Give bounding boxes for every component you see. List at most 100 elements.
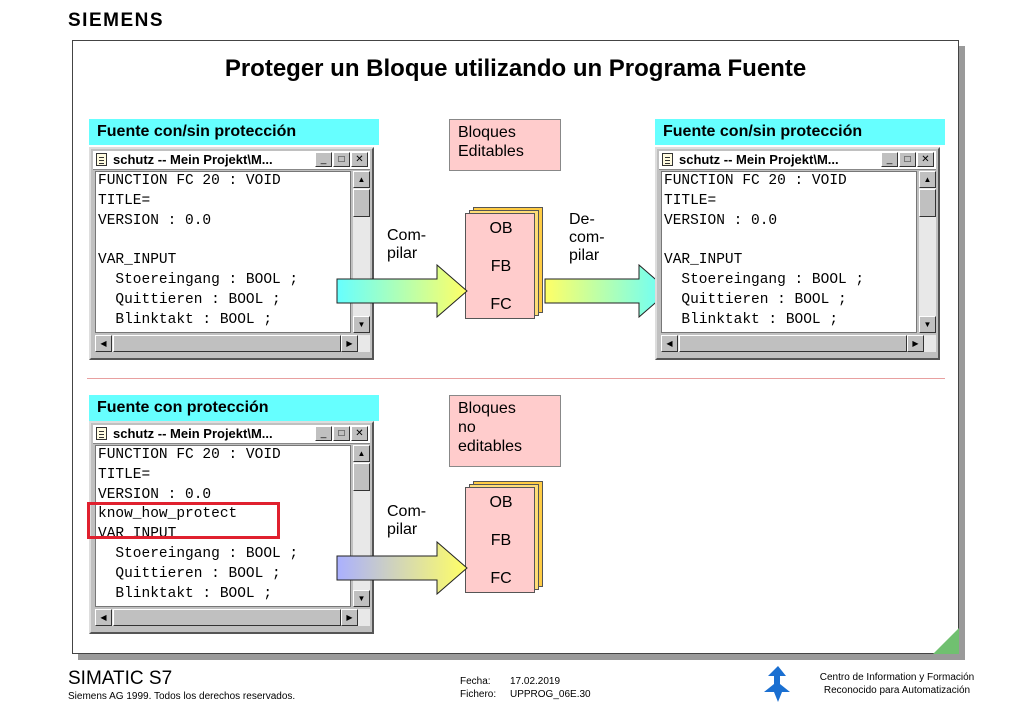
compile-arrow-top (336, 263, 468, 319)
document-icon (96, 427, 107, 440)
code-line: Quittieren : BOOL ; (98, 565, 281, 582)
scroll-up-icon[interactable]: ▲ (353, 445, 370, 462)
block-ob: OB (489, 220, 513, 237)
scroll-right-icon[interactable]: ▶ (341, 609, 358, 626)
code-line: FUNCTION FC 20 : VOID (664, 173, 847, 189)
non-editable-blocks-box: Bloques no editables (449, 395, 561, 467)
window-titlebar[interactable]: schutz -- Mein Projekt\M... _ □ ✕ (93, 151, 370, 170)
block-fc: FC (490, 296, 512, 313)
footer-product: SIMATIC S7 (68, 668, 173, 689)
document-icon (662, 153, 673, 166)
window-titlebar[interactable]: schutz -- Mein Projekt\M... _ □ ✕ (659, 151, 936, 170)
code-line: VERSION : 0.0 (98, 212, 212, 229)
scroll-left-icon[interactable]: ◀ (95, 335, 112, 352)
code-line: VERSION : 0.0 (664, 212, 778, 229)
decompile-arrow (544, 263, 670, 319)
horizontal-scrollbar[interactable]: ◀ ▶ (661, 335, 936, 352)
close-button[interactable]: ✕ (351, 426, 368, 441)
siemens-brand: SIEMENS (68, 10, 165, 31)
document-icon (96, 153, 107, 166)
scroll-thumb[interactable] (353, 463, 370, 491)
label-source-top-right: Fuente con/sin protección (655, 119, 945, 145)
editable-blocks-box: Bloques Editables (449, 119, 561, 171)
minimize-button[interactable]: _ (315, 426, 332, 441)
window-title: schutz -- Mein Projekt\M... (679, 152, 839, 167)
code-line-know-how-protect: know_how_protect (98, 506, 238, 523)
code-line (662, 231, 916, 251)
footer-copyright: Siemens AG 1999. Todos los derechos rese… (68, 691, 296, 702)
compile-label-top: Com- pilar (387, 227, 427, 262)
code-line (96, 231, 350, 251)
window-title: schutz -- Mein Projekt\M... (113, 152, 273, 167)
window-titlebar[interactable]: schutz -- Mein Projekt\M... _ □ ✕ (93, 425, 370, 444)
page-corner-decoration (933, 628, 959, 654)
close-button[interactable]: ✕ (351, 152, 368, 167)
block-ob: OB (489, 494, 513, 511)
code-editor[interactable]: FUNCTION FC 20 : VOID TITLE= VERSION : 0… (661, 171, 917, 333)
code-line: FUNCTION FC 20 : VOID (98, 173, 281, 189)
footer-center-line1: Centro de Information y Formación (819, 672, 975, 683)
slide-frame: Proteger un Bloque utilizando un Program… (72, 40, 959, 654)
scroll-thumb[interactable] (113, 609, 341, 626)
code-line: Quittieren : BOOL ; (98, 291, 281, 308)
label-source-top-left: Fuente con/sin protección (89, 119, 379, 145)
scroll-down-icon[interactable]: ▼ (919, 316, 936, 333)
code-line: Blinktakt : BOOL ; (664, 311, 839, 328)
label-source-protected: Fuente con protección (89, 395, 379, 421)
close-button[interactable]: ✕ (917, 152, 934, 167)
code-line: TITLE= (98, 466, 151, 483)
compile-arrow-bottom (336, 540, 468, 596)
window-title: schutz -- Mein Projekt\M... (113, 426, 273, 441)
code-line: Stoereingang : BOOL ; (664, 271, 865, 288)
scroll-left-icon[interactable]: ◀ (95, 609, 112, 626)
scroll-left-icon[interactable]: ◀ (661, 335, 678, 352)
code-line: VAR_INPUT (664, 252, 743, 269)
footer-file-value: UPPROG_06E.30 (510, 689, 591, 700)
code-editor[interactable]: FUNCTION FC 20 : VOID TITLE= VERSION : 0… (95, 171, 351, 333)
maximize-button[interactable]: □ (333, 152, 350, 167)
code-line: FUNCTION FC 20 : VOID (98, 447, 281, 463)
scroll-thumb[interactable] (113, 335, 341, 352)
maximize-button[interactable]: □ (899, 152, 916, 167)
training-center-logo-icon (764, 666, 790, 702)
vertical-scrollbar[interactable]: ▲ ▼ (919, 171, 936, 333)
block-fb: FB (490, 258, 512, 275)
block-stack-non-editable: OB FB FC (465, 481, 543, 595)
footer-file-label: Fichero: (460, 689, 497, 700)
code-line: TITLE= (98, 192, 151, 209)
block-fb: FB (490, 532, 512, 549)
source-window-top-right: schutz -- Mein Projekt\M... _ □ ✕ FUNCTI… (655, 147, 940, 360)
scroll-right-icon[interactable]: ▶ (907, 335, 924, 352)
compile-label-bottom: Com- pilar (387, 503, 427, 538)
horizontal-scrollbar[interactable]: ◀ ▶ (95, 609, 370, 626)
horizontal-scrollbar[interactable]: ◀ ▶ (95, 335, 370, 352)
footer-date-value: 17.02.2019 (510, 676, 561, 687)
scroll-down-icon[interactable]: ▼ (353, 590, 370, 607)
scroll-down-icon[interactable]: ▼ (353, 316, 370, 333)
scroll-up-icon[interactable]: ▲ (353, 171, 370, 188)
code-line: VERSION : 0.0 (98, 486, 212, 503)
code-line: Stoereingang : BOOL ; (98, 271, 299, 288)
code-line: Quittieren : BOOL ; (664, 291, 847, 308)
decompile-label: De- com- pilar (569, 211, 605, 264)
page-title: Proteger un Bloque utilizando un Program… (224, 55, 807, 82)
scroll-thumb[interactable] (919, 189, 936, 217)
block-fc: FC (490, 570, 512, 587)
know-how-protect-highlight (87, 502, 280, 539)
source-window-top-left: schutz -- Mein Projekt\M... _ □ ✕ FUNCTI… (89, 147, 374, 360)
block-stack-editable: OB FB FC (465, 207, 543, 321)
minimize-button[interactable]: _ (315, 152, 332, 167)
scroll-thumb[interactable] (679, 335, 907, 352)
scroll-up-icon[interactable]: ▲ (919, 171, 936, 188)
scroll-thumb[interactable] (353, 189, 370, 217)
footer-date-label: Fecha: (460, 676, 491, 687)
minimize-button[interactable]: _ (881, 152, 898, 167)
section-divider (87, 378, 945, 379)
code-line: VAR_INPUT (98, 252, 177, 269)
code-line: Blinktakt : BOOL ; (98, 311, 273, 328)
code-line: Blinktakt : BOOL ; (98, 585, 273, 602)
footer-center-line2: Reconocido para Automatización (823, 685, 971, 696)
maximize-button[interactable]: □ (333, 426, 350, 441)
code-line: TITLE= (664, 192, 717, 209)
scroll-right-icon[interactable]: ▶ (341, 335, 358, 352)
